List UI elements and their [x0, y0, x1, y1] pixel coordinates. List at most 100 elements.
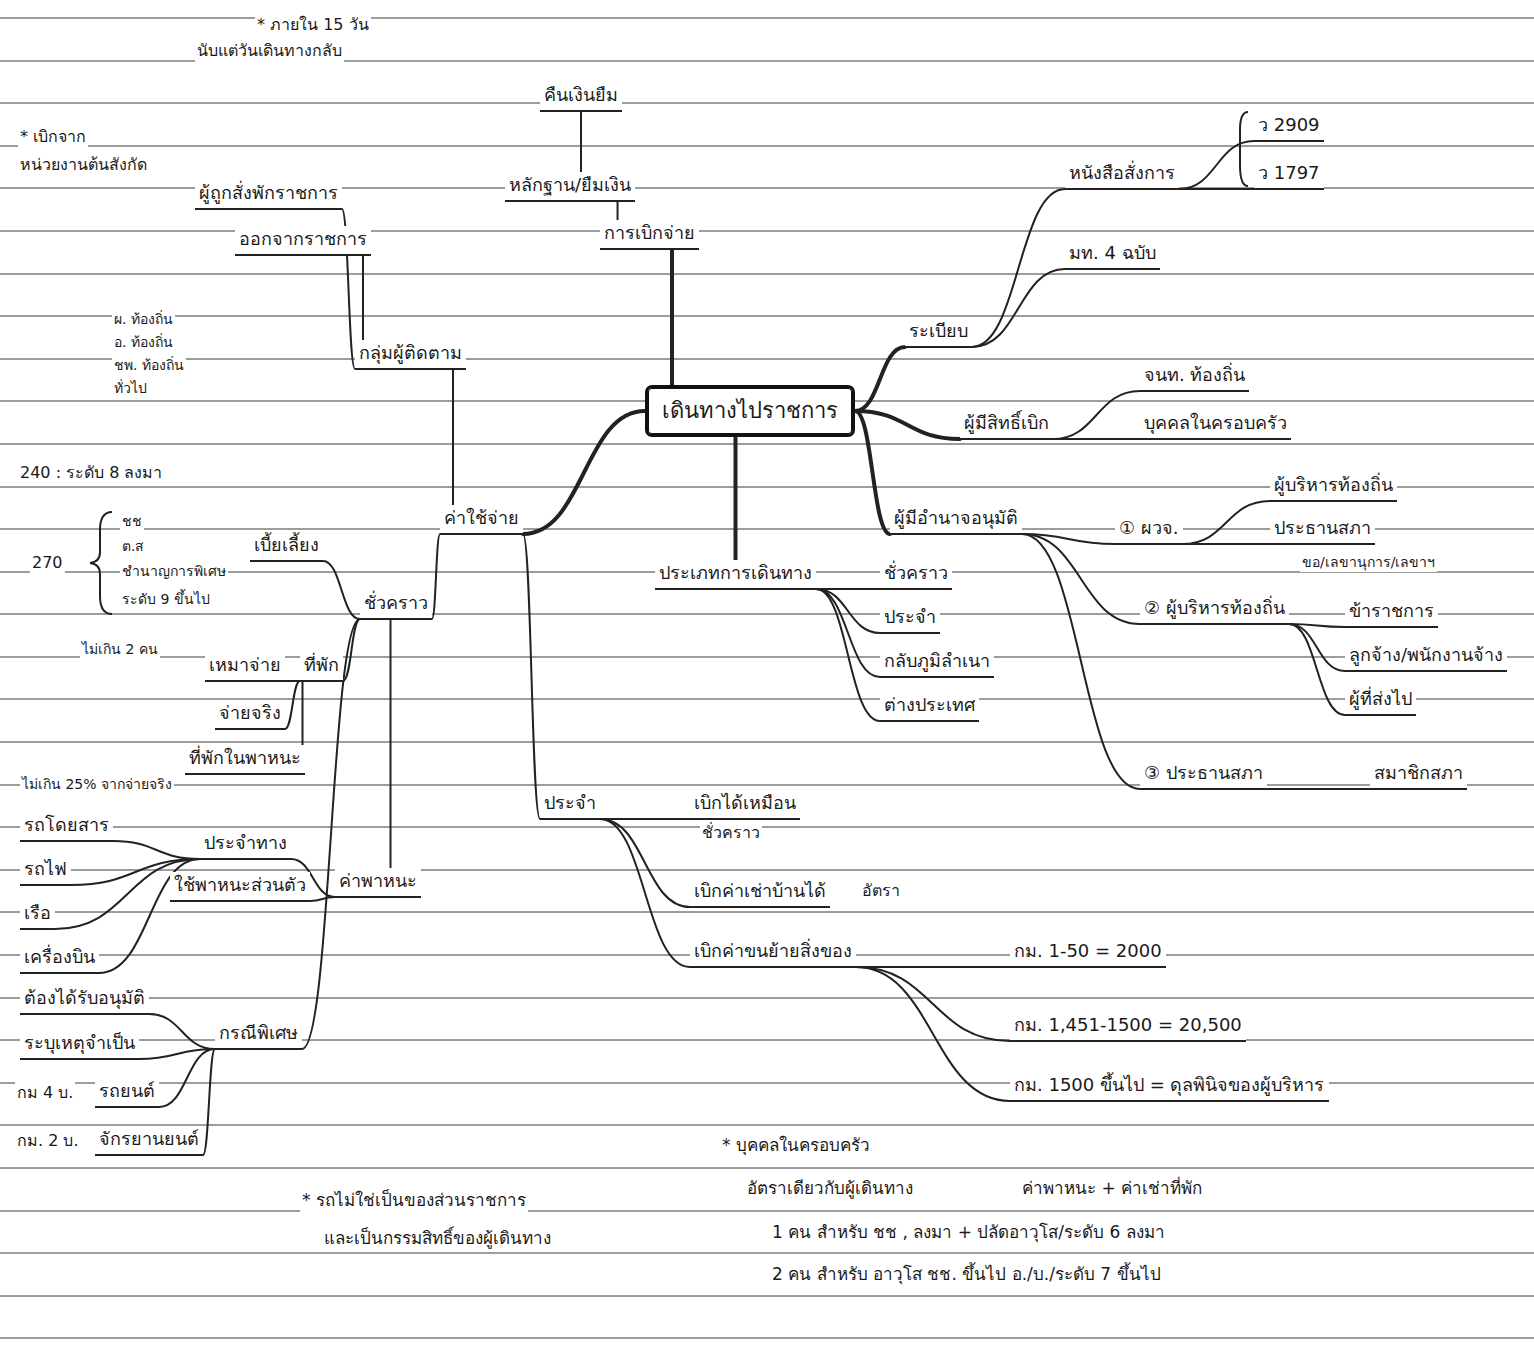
branch-line [432, 534, 440, 619]
branch-line [580, 112, 582, 172]
branch-topic: ระบุเหตุจำเป็น [20, 1030, 139, 1060]
topic-text: จักรยานยนต์ [99, 1126, 199, 1152]
branch-topic: จ่ายจริง [215, 700, 285, 730]
note-label: ระดับ 9 ขึ้นไป [120, 590, 212, 609]
branch-line [1289, 624, 1345, 715]
topic-text: เครื่องบิน [24, 944, 95, 970]
branch-line [323, 561, 360, 619]
branch-topic: ที่พัก [300, 652, 343, 682]
branch-topic: ② ผู้บริหารท้องถิ่น [1140, 595, 1289, 625]
topic-text: รถโดยสาร [24, 812, 109, 838]
branch-topic: เบิกค่าเช่าบ้านได้ [690, 878, 830, 908]
branch-line [1179, 141, 1254, 189]
branch-line [600, 819, 690, 967]
branch-line [1179, 188, 1254, 190]
branch-line [302, 619, 360, 1049]
branch-line [362, 256, 364, 340]
topic-text: หลักฐาน/ยืมเงิน [509, 172, 631, 198]
topic-text: ต่างประเทศ [884, 692, 975, 718]
branch-topic: ผู้มีอำนาจอนุมัติ [890, 505, 1022, 535]
note-label: อ. ท้องถิ่น [112, 333, 175, 352]
branch-topic: รถไฟ [20, 856, 71, 886]
branch-topic: ระเบียบ [905, 318, 972, 348]
branch-line [670, 250, 674, 385]
topic-text: เบิกได้เหมือน [694, 790, 796, 816]
branch-topic: ประจำ [880, 604, 940, 634]
branch-topic: เบิกได้เหมือน [690, 790, 800, 820]
note-label: นับแต่วันเดินทางกลับ [195, 40, 344, 62]
topic-text: ผู้ถูกสั่งพักราชการ [199, 180, 338, 206]
branch-topic: ข้าราชการ [1345, 598, 1438, 628]
branch-topic: กม. 1500 ขึ้นไป = ดุลพินิจของผู้บริหาร [1010, 1072, 1329, 1102]
topic-text: บุคคลในครอบครัว [1144, 410, 1287, 436]
note-label: * ภายใน 15 วัน [255, 14, 371, 36]
note-label: ต.ส [120, 537, 146, 556]
branch-topic: ว 1797 [1254, 160, 1324, 190]
branch-line [1183, 543, 1270, 545]
branch-line [1183, 501, 1270, 544]
branch-line [452, 370, 454, 505]
branch-topic: ใช้พาหนะส่วนตัว [170, 872, 310, 902]
topic-text: เบี้ยเลี้ยง [254, 532, 319, 558]
topic-text: ระบุเหตุจำเป็น [24, 1030, 135, 1056]
branch-topic: รถยนต์ [95, 1078, 159, 1108]
branch-topic: ประจำทาง [200, 830, 291, 860]
branch-line [816, 589, 880, 721]
note-label: ชช [120, 512, 144, 531]
branch-topic: จนท. ท้องถิ่น [1140, 362, 1249, 392]
topic-text: ต้องได้รับอนุมัติ [24, 985, 145, 1011]
note-label: หน่วยงานต้นสังกัด [18, 154, 149, 176]
topic-text: ประธานสภา [1274, 515, 1371, 541]
branch-topic: ว 2909 [1254, 112, 1324, 142]
branch-topic: คืนเงินยืม [540, 82, 622, 112]
branch-line [302, 682, 304, 745]
topic-text: ว 1797 [1258, 160, 1320, 186]
branch-topic: ชั่วคราว [880, 560, 952, 590]
branch-topic: กม. 1-50 = 2000 [1010, 938, 1166, 968]
topic-text: ค่าพาหนะ [339, 868, 417, 894]
branch-topic: ค่าใช้จ่าย [440, 505, 523, 535]
topic-text: กลุ่มผู้ติดตาม [359, 340, 462, 366]
branch-line [343, 619, 360, 681]
topic-text: ชั่วคราว [364, 590, 428, 616]
branch-topic: มท. 4 ฉบับ [1065, 240, 1160, 270]
branch-line [203, 1049, 215, 1155]
topic-text: ออกจากราชการ [239, 226, 367, 252]
topic-text: ผู้มีสิทธิ์เบิก [964, 410, 1049, 436]
branch-topic: ค่าพาหนะ [335, 868, 421, 898]
topic-text: เรือ [24, 900, 51, 926]
branch-topic: เหมาจ่าย [205, 652, 285, 682]
note-label: 270 [30, 552, 65, 574]
note-label: ไม่เกิน 25% จากจ่ายจริง [20, 775, 174, 794]
branch-line [855, 411, 890, 534]
branch-topic: ที่พักในพาหนะ [185, 745, 305, 775]
branch-line [734, 437, 738, 560]
branch-topic: ผู้มีสิทธิ์เบิก [960, 410, 1053, 440]
note-label: ชพ. ท้องถิ่น [112, 356, 186, 375]
note-label: ไม่เกิน 2 คน [80, 640, 160, 659]
topic-text: ② ผู้บริหารท้องถิ่น [1144, 595, 1285, 621]
topic-text: ผู้ที่ส่งไป [1349, 686, 1412, 712]
note-label: ขอ/เลขานุการ/เลขาฯ [1300, 553, 1437, 572]
branch-topic: ต้องได้รับอนุมัติ [20, 985, 149, 1015]
note-label: ทั่วไป [112, 379, 149, 398]
branch-line [855, 411, 960, 439]
branch-line [600, 818, 690, 820]
branch-topic: รถโดยสาร [20, 812, 113, 842]
note-label: ค่าพาหนะ + ค่าเช่าที่พัก [1020, 1176, 1204, 1200]
note-label: และเป็นกรรมสิทธิ์ของผู้เดินทาง [322, 1226, 553, 1250]
branch-topic: ลูกจ้าง/พนักงานจ้าง [1345, 642, 1507, 672]
topic-text: ผู้มีอำนาจอนุมัติ [894, 505, 1018, 531]
topic-text: รถยนต์ [99, 1078, 155, 1104]
branch-topic: จักรยานยนต์ [95, 1126, 203, 1156]
note-label: 1 คน สำหรับ ชช , ลงมา + ปลัดอาวุโส/ระดับ… [770, 1220, 1167, 1244]
topic-text: กลับภูมิลำเนา [884, 648, 990, 674]
topic-text: ชั่วคราว [884, 560, 948, 586]
note-label: อัตราเดียวกับผู้เดินทาง [745, 1176, 915, 1200]
topic-text: จ่ายจริง [219, 700, 281, 726]
branch-line [523, 411, 645, 534]
branch-topic: ออกจากราชการ [235, 226, 371, 256]
branch-topic: ประจำ [540, 790, 600, 820]
branch-topic: เบี้ยเลี้ยง [250, 532, 323, 562]
